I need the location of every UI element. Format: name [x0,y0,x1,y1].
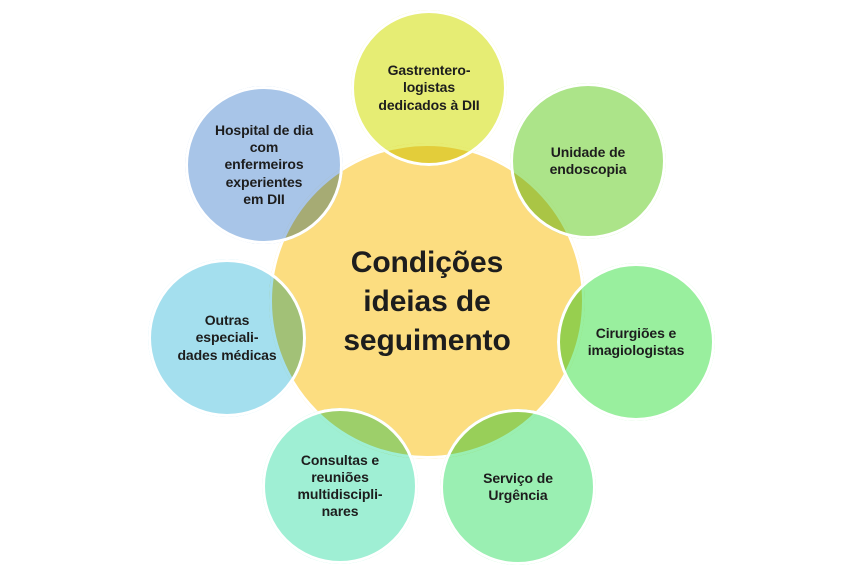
satellite-ring [557,263,715,421]
satellite-ring [148,259,306,417]
satellite-label: Gastrentero- logistas dedicados à DII [378,62,480,113]
satellite-label: Cirurgiões e imagiologistas [587,324,685,358]
satellite-ring [440,409,596,565]
satellite-outras-especialidades: Outras especiali- dades médicas [148,259,306,417]
center-circle-label: Condições ideias de seguimento [343,245,511,357]
satellite-label: Outras especiali- dades médicas [177,312,277,363]
satellite-ring [262,408,418,564]
satellite-cirurgioes: Cirurgiões e imagiologistas [557,263,715,421]
satellite-consultas: Consultas e reuniões multidiscipli- nare… [262,408,418,564]
satellite-label: Unidade de endoscopia [549,143,627,177]
satellite-ring [351,10,507,166]
satellite-ring [510,83,666,239]
satellite-ring [185,86,343,244]
satellite-unidade-endoscopia: Unidade de endoscopia [510,83,666,239]
satellite-hospital-de-dia: Hospital de dia com enfermeiros experien… [185,86,343,244]
satellite-servico-urgencia: Serviço de Urgência [440,409,596,565]
satellite-label: Consultas e reuniões multidiscipli- nare… [297,451,383,520]
satellite-gastrenterologistas: Gastrentero- logistas dedicados à DII [351,10,507,166]
satellite-label: Hospital de dia com enfermeiros experien… [214,122,314,207]
satellite-label: Serviço de Urgência [483,469,553,503]
